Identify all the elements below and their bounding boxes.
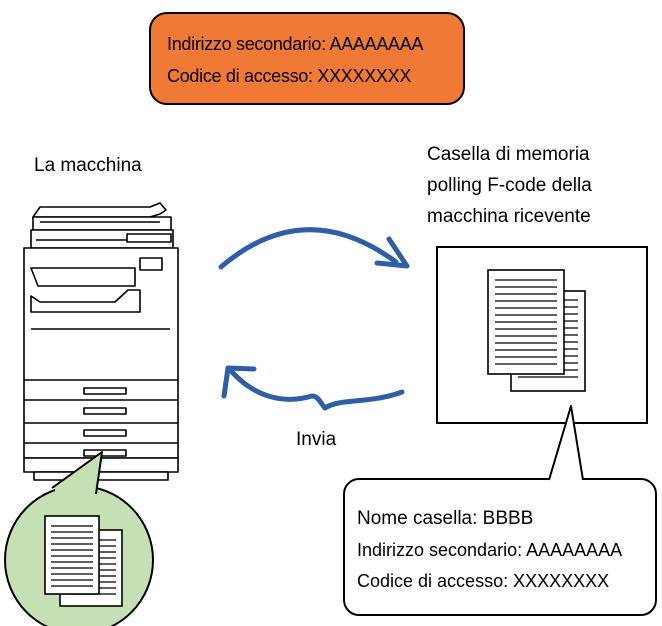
printer-icon bbox=[23, 202, 179, 481]
receiver-title-line2: polling F-code della bbox=[427, 175, 592, 196]
receiver-title-line3: macchina ricevente bbox=[427, 206, 591, 227]
callout-box-name: Nome casella: BBBB bbox=[357, 508, 534, 529]
callout-access-code: Codice di accesso: XXXXXXXX bbox=[357, 571, 610, 591]
receiver-title: Casella di memoria polling F-code della … bbox=[427, 139, 592, 232]
return-arrow-icon bbox=[221, 365, 405, 411]
document-stack-icon bbox=[44, 515, 123, 607]
callout-subaddress: Indirizzo secondario: AAAAAAAA bbox=[357, 540, 623, 560]
machine-label: La macchina bbox=[34, 155, 142, 176]
header-access-code: Codice di accesso: XXXXXXXX bbox=[167, 66, 412, 86]
access-info-box: Indirizzo secondario: AAAAAAAA Codice di… bbox=[149, 12, 465, 105]
callout-pointer bbox=[548, 405, 584, 481]
memory-box-callout: Nome casella: BBBB Indirizzo secondario:… bbox=[343, 478, 657, 616]
header-subaddress: Indirizzo secondario: AAAAAAAA bbox=[167, 34, 424, 54]
send-arrow-icon bbox=[218, 227, 410, 270]
send-label: Invia bbox=[296, 429, 337, 450]
receiver-title-line1: Casella di memoria bbox=[427, 144, 590, 165]
receiver-document-stack-icon bbox=[487, 269, 586, 392]
